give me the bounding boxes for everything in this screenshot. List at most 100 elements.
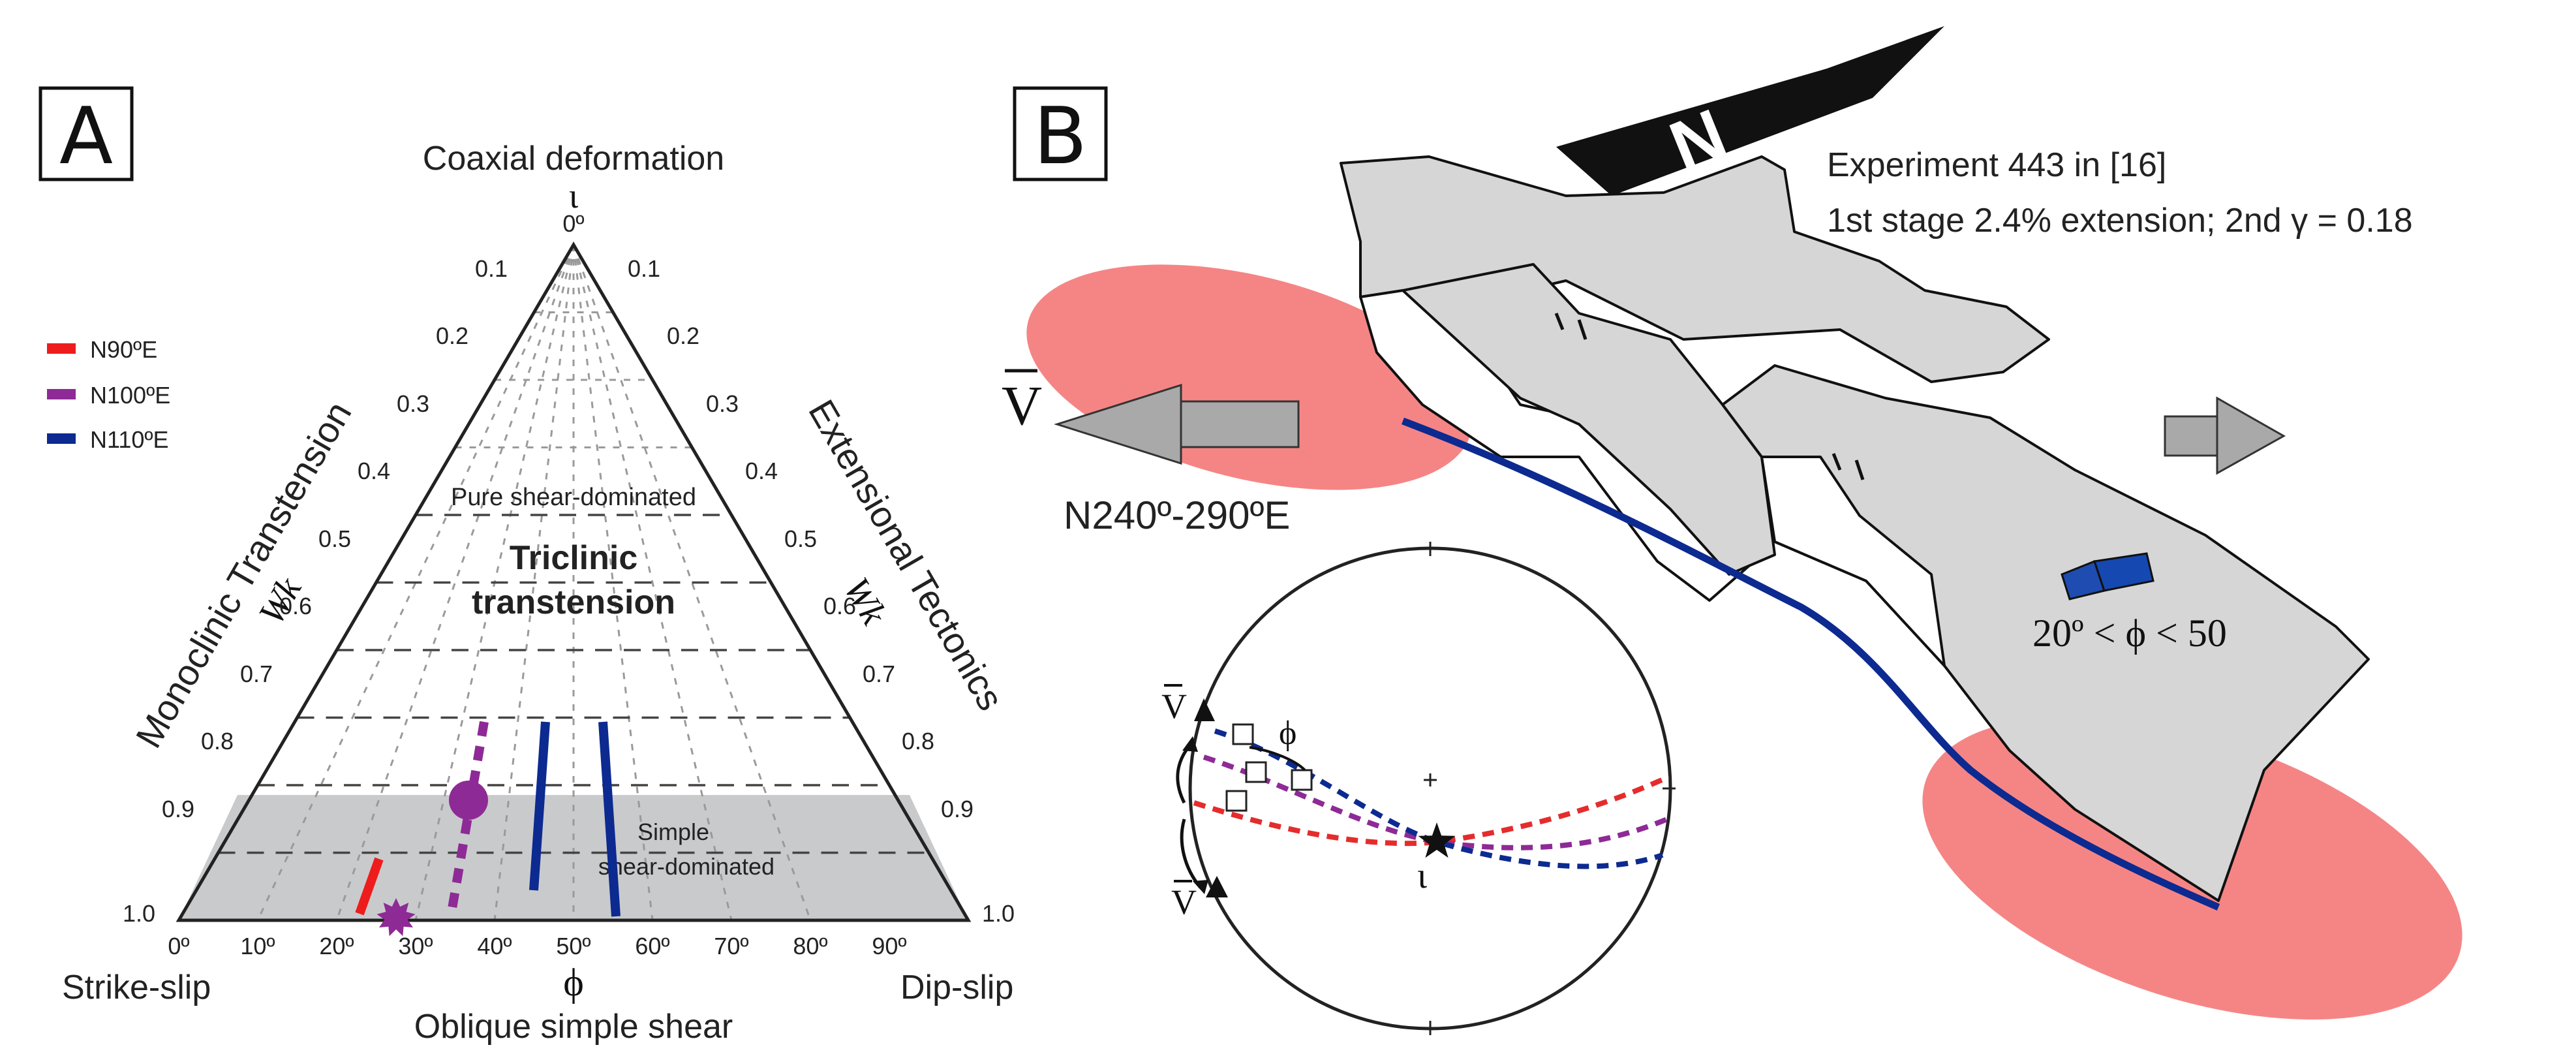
wk-tick-left: 0.5: [318, 525, 351, 552]
iota-star-marker: [1418, 822, 1456, 858]
phi-tick: 10º: [240, 933, 275, 959]
legend: N90ºE N100ºE N110ºE: [47, 336, 170, 453]
n90-path: [355, 857, 384, 916]
pole-squares: [1225, 723, 1313, 812]
velocity-arrow-left: [1054, 383, 1300, 465]
wk-tick-left: 0.9: [162, 796, 194, 822]
stereonet-v-top-label: V: [1161, 687, 1187, 726]
n100-star-marker: [376, 898, 416, 937]
pure-shear-zone-label: Pure shear-dominated: [451, 484, 696, 511]
v-curve-arrow-head-top: [1182, 736, 1198, 752]
ternary-triangle: [176, 241, 972, 922]
phi-tick: 30º: [398, 933, 433, 959]
panel-b-label: B: [1034, 91, 1087, 182]
experiment-stages: 1st stage 2.4% extension; 2nd γ = 0.18: [1827, 202, 2413, 240]
wk-tick-right: 0.2: [667, 322, 699, 349]
legend-label-n110: N110ºE: [90, 426, 169, 453]
phi-tick: 70º: [714, 933, 748, 959]
extensional-tectonics-title: Extensional Tectonics: [801, 393, 1011, 717]
phi-tick: 0º: [168, 933, 189, 959]
velocity-arrow-left-shaft: [1180, 400, 1300, 448]
north-arrow: N: [1556, 26, 1944, 196]
grid-radial-line: [572, 244, 812, 921]
phi-tick: 20º: [319, 933, 354, 959]
apex-value: 0º: [562, 210, 584, 237]
wk-tick-left: 0.2: [436, 322, 468, 349]
stereonet-phi-arc: [1249, 746, 1306, 771]
wk-tick-right: 0.5: [784, 525, 817, 552]
pole-square: [1225, 790, 1248, 812]
wk-tick-left: 0.3: [397, 390, 429, 417]
panel-a-label: A: [59, 91, 113, 182]
velocity-arrow-right-shaft: [2164, 415, 2218, 457]
grid-radial-line: [256, 244, 575, 921]
legend-label-n100: N100ºE: [90, 382, 170, 409]
wk-tick-left: 0.7: [240, 661, 273, 687]
phi-tick: 50º: [556, 933, 590, 959]
grid-radial-line: [335, 244, 575, 921]
panel-b-label-box: [1013, 86, 1108, 181]
wk-tick-left: 0.1: [475, 255, 508, 282]
wk-tick-left: 1.0: [123, 900, 155, 927]
stereonet-phi-label: ϕ: [1279, 715, 1296, 752]
simple-shear-label-1: Simple: [637, 818, 709, 845]
triclinic-label: Triclinic: [510, 539, 638, 577]
shear-arrow-2: [1832, 453, 1865, 480]
pole-square: [1291, 769, 1313, 791]
n100-star-shape: [376, 898, 416, 937]
stereonet-center-cross: [1424, 773, 1437, 786]
wk-tick-right: 0.3: [706, 390, 739, 417]
simple-shear-zone: [179, 795, 968, 920]
north-arrow-body: [1556, 26, 1944, 196]
n100-path: [448, 721, 489, 910]
transtension-label: transtension: [472, 583, 675, 621]
v-bottom-triangle: [1206, 876, 1228, 897]
wk-tick-right: 0.9: [941, 796, 974, 822]
coaxial-deformation-title: Coaxial deformation: [423, 140, 724, 178]
phi-tick: 90º: [872, 933, 906, 959]
experiment-title: Experiment 443 in [16]: [1827, 146, 2166, 184]
wk-left-ticks: 0.1 0.2 0.3 0.4 0.5 0.6 0.7 0.8 0.9 1.0: [123, 255, 508, 927]
wk-tick-left: 0.4: [358, 458, 390, 484]
wk-tick-right: 0.4: [745, 458, 778, 484]
v-curve-arrow-head-bottom: [1193, 880, 1208, 894]
dip-slip-label: Dip-slip: [900, 969, 1013, 1006]
fault-block-inner-slope: [1760, 456, 1946, 667]
wk-right-ticks: 0.1 0.2 0.3 0.4 0.5 0.6 0.7 0.8 0.9 1.0: [628, 255, 1015, 927]
phi-axis-symbol: ϕ: [563, 961, 584, 1004]
v-top-triangle: [1194, 698, 1215, 721]
stereonet-v-bottom-label: V: [1171, 882, 1197, 922]
shear-sense-arrows: [1554, 313, 1865, 480]
phi-range-label: 20º < ϕ < 50: [2032, 612, 2227, 655]
panel-a-label-box: [38, 86, 134, 181]
stereonet-iota-label: ι: [1417, 856, 1427, 896]
legend-swatch-n90: [47, 343, 76, 354]
great-circle-blue: [1214, 728, 1664, 869]
fault-plane-face-2: [2093, 552, 2154, 592]
wk-tick-left: 0.8: [201, 728, 234, 755]
wk-tick-right: 0.8: [902, 728, 934, 755]
velocity-range-label: N240º-290ºE: [1064, 493, 1290, 537]
fault-plane-marker: [2061, 552, 2154, 600]
wk-tick-right: 0.6: [823, 593, 856, 619]
n110-path-2: [598, 721, 621, 917]
oblique-simple-shear-title: Oblique simple shear: [414, 1008, 733, 1046]
phi-tick: 80º: [793, 933, 827, 959]
great-circle-purple: [1203, 755, 1668, 850]
pole-square: [1232, 723, 1254, 745]
fault-trace: [1402, 417, 2220, 911]
phi-tick: 40º: [477, 933, 512, 959]
wk-tick-right: 0.1: [628, 255, 660, 282]
great-circle-red: [1193, 774, 1670, 847]
velocity-arrow-right: [2164, 396, 2286, 475]
shear-arrow-1: [1554, 313, 1587, 340]
legend-swatch-n100: [47, 389, 76, 399]
fault-block-model: [1340, 155, 2370, 902]
simple-shear-label-2: shear-dominated: [598, 853, 774, 880]
velocity-arrow-right-head: [2216, 396, 2286, 475]
wk-tick-left: 0.6: [279, 593, 312, 619]
stereonet-circle: [1188, 546, 1672, 1031]
ternary-grid: [218, 244, 929, 921]
wk-tick-right: 0.7: [863, 661, 895, 687]
phi-ticks: 0º 10º 20º 30º 40º 50º 60º 70º 80º 90º: [168, 933, 906, 959]
